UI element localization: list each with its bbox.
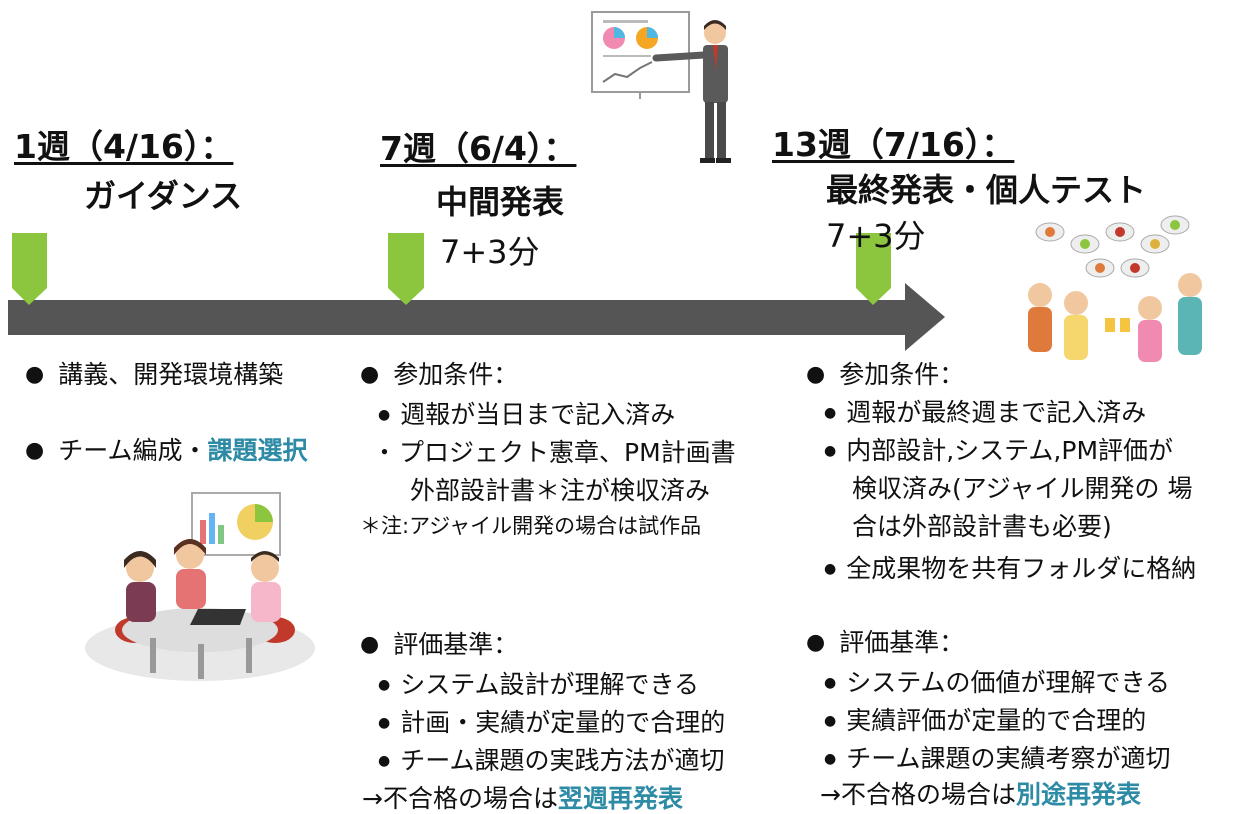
col1-item-lecture: 講義、開発環境構築 bbox=[25, 362, 283, 387]
col3-condition-shared-folder: 全成果物を共有フォルダに格納 bbox=[824, 556, 1196, 581]
col2-criteria-heading: 評価基準： bbox=[360, 632, 518, 657]
milestone-2-duration: 7+3分 bbox=[440, 233, 540, 271]
col2-criteria-item: 計画・実績が定量的で合理的 bbox=[378, 710, 725, 735]
timeline-arrow bbox=[8, 283, 945, 351]
milestone-2-title: 中間発表 bbox=[436, 183, 565, 221]
col3-criteria-heading: 評価基準： bbox=[806, 630, 964, 655]
col3-condition-weekly-report: 週報が最終週まで記入済み bbox=[824, 400, 1146, 425]
col2-note: ＊注:アジャイル開発の場合は試作品 bbox=[360, 514, 702, 538]
col2-conditions-heading: 参加条件： bbox=[360, 362, 518, 387]
milestone-3-duration: 7+3分 bbox=[826, 217, 926, 255]
col2-condition-documents: プロジェクト憲章、PM計画書 bbox=[372, 440, 736, 465]
col2-criteria-item: チーム課題の実践方法が適切 bbox=[378, 748, 724, 773]
milestone-marker-1 bbox=[12, 233, 47, 305]
milestone-marker-2 bbox=[388, 233, 424, 305]
col3-criteria-item: 実績評価が定量的で合理的 bbox=[824, 708, 1146, 733]
col2-condition-weekly-report: 週報が当日まで記入済み bbox=[378, 402, 675, 427]
milestone-1-heading: 1週（4/16）： bbox=[14, 127, 234, 166]
milestone-2-heading: 7週（6/4）： bbox=[380, 129, 577, 168]
col3-condition-design: 内部設計,システム,PM評価が bbox=[824, 438, 1173, 463]
milestone-marker-3 bbox=[856, 233, 891, 305]
col3-fail-note: →不合格の場合は別途再発表 bbox=[820, 780, 1141, 809]
col3-criteria-item: チーム課題の実績考察が適切 bbox=[824, 746, 1170, 771]
col3-condition-design-cont2: 合は外部設計書も必要) bbox=[852, 512, 1112, 541]
milestone-3-title: 最終発表・個人テスト bbox=[826, 171, 1147, 209]
highlight-next-week-retry: 翌週再発表 bbox=[557, 784, 683, 813]
milestone-1-title: ガイダンス bbox=[84, 177, 243, 215]
col3-condition-design-cont: 検収済み(アジャイル開発の 場 bbox=[852, 474, 1193, 503]
col2-criteria-item: システム設計が理解できる bbox=[378, 672, 699, 697]
team-meeting-illustration bbox=[85, 492, 315, 681]
highlight-separate-retry: 別途再発表 bbox=[1015, 780, 1141, 809]
col1-item-team: チーム編成・課題選択 bbox=[25, 438, 307, 463]
milestone-3-heading: 13週（7/16）： bbox=[772, 125, 1015, 164]
col2-fail-note: →不合格の場合は翌週再発表 bbox=[362, 784, 683, 813]
party-illustration bbox=[1028, 215, 1202, 362]
col2-condition-documents-cont: 外部設計書＊注が検収済み bbox=[410, 476, 711, 505]
col3-criteria-item: システムの価値が理解できる bbox=[824, 670, 1170, 695]
presenter-illustration bbox=[591, 11, 731, 163]
col3-conditions-heading: 参加条件： bbox=[806, 362, 964, 387]
highlight-topic-selection: 課題選択 bbox=[207, 436, 308, 465]
